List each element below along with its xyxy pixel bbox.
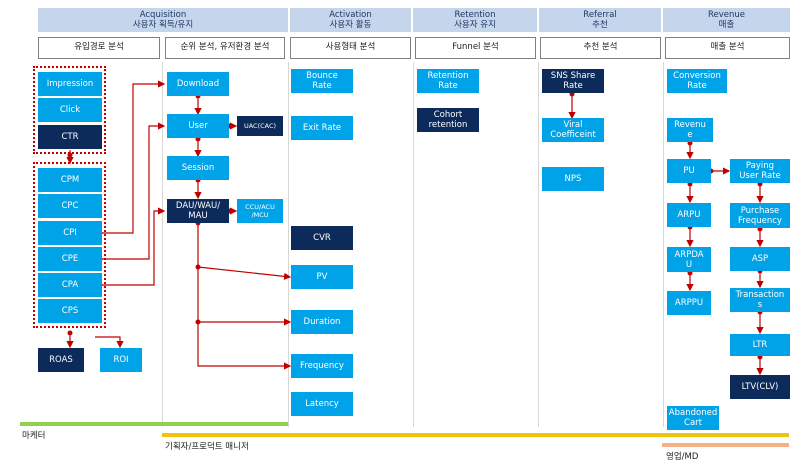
header-referral-title: Referral — [583, 10, 617, 20]
header-acquisition-subtitle: 사용자 획득/유지 — [132, 20, 194, 30]
dau-box: DAU/WAU/ MAU — [167, 199, 229, 223]
marketer-bar — [20, 422, 288, 426]
nps-box: NPS — [542, 167, 604, 191]
header-activation-title: Activation — [329, 10, 372, 20]
subheader-inflow: 유입경로 분석 — [38, 37, 160, 59]
header-referral: Referral 추천 — [539, 8, 661, 32]
planner-bar — [162, 433, 789, 437]
purchase-frequency-box: Purchase Frequency — [730, 203, 790, 228]
sns-share-rate-box: SNS Share Rate — [542, 69, 604, 93]
arppu-box: ARPPU — [667, 291, 711, 315]
cvr-box: CVR — [291, 226, 353, 250]
cpi-box: CPI — [38, 221, 102, 245]
ltr-box: LTR — [730, 334, 790, 356]
header-revenue-subtitle: 매출 — [718, 20, 735, 30]
header-referral-subtitle: 추천 — [592, 20, 608, 30]
header-retention-title: Retention — [454, 10, 496, 20]
impression-box: Impression — [38, 72, 102, 96]
subheader-usage: 사용형태 분석 — [290, 37, 411, 59]
frequency-box: Frequency — [291, 354, 353, 378]
header-revenue: Revenue 매출 — [663, 8, 790, 32]
marketer-label: 마케터 — [22, 431, 46, 441]
header-revenue-title: Revenue — [707, 10, 746, 20]
retention-rate-box: Retention Rate — [417, 69, 479, 93]
planner-label: 기획자/프로덕트 매니저 — [165, 442, 249, 452]
viral-coefficient-box: Viral Coefficeint — [542, 118, 604, 142]
cpm-box: CPM — [38, 168, 102, 192]
header-retention: Retention 사용자 유지 — [413, 8, 537, 32]
column-separator — [413, 62, 414, 427]
uac-box: UAC(CAC) — [237, 116, 283, 136]
column-separator — [663, 62, 664, 427]
subheader-referral: 추천 분석 — [540, 37, 661, 59]
click-box: Click — [38, 98, 102, 122]
header-acquisition-title: Acquisition — [139, 10, 187, 20]
asp-box: ASP — [730, 247, 790, 271]
subheader-funnel: Funnel 분석 — [415, 37, 536, 59]
column-separator — [538, 62, 539, 427]
sales-bar — [662, 443, 789, 447]
roas-box: ROAS — [38, 348, 84, 372]
column-separator — [162, 62, 163, 427]
cohort-retention-box: Cohort retention — [417, 108, 479, 132]
user-box: User — [167, 114, 229, 138]
ctr-box: CTR — [38, 125, 102, 149]
column-separator — [288, 62, 289, 427]
latency-box: Latency — [291, 392, 353, 416]
cps-box: CPS — [38, 299, 102, 323]
subheader-ranking: 순위 분석, 유저환경 분석 — [165, 37, 285, 59]
header-retention-subtitle: 사용자 유지 — [454, 20, 496, 30]
ltv-box: LTV(CLV) — [730, 375, 790, 399]
arpu-box: ARPU — [667, 203, 711, 227]
arpdau-box: ARPDA U — [667, 247, 711, 272]
revenue-box: Revenu e — [667, 118, 713, 142]
exit-rate-box: Exit Rate — [291, 116, 353, 140]
header-activation-subtitle: 사용자 활동 — [329, 20, 372, 30]
pu-box: PU — [667, 159, 711, 183]
download-box: Download — [167, 72, 229, 96]
cpa-box: CPA — [38, 273, 102, 297]
subheader-revenue: 매출 분석 — [665, 37, 790, 59]
abandoned-cart-box: Abandoned Cart — [667, 406, 719, 430]
roi-box: ROI — [100, 348, 142, 372]
cpe-box: CPE — [38, 247, 102, 271]
header-acquisition: Acquisition 사용자 획득/유지 — [38, 8, 288, 32]
conversion-rate-box: Conversion Rate — [667, 69, 727, 93]
transactions-box: Transaction s — [730, 288, 790, 312]
duration-box: Duration — [291, 310, 353, 334]
sales-label: 영업/MD — [666, 452, 699, 462]
header-activation: Activation 사용자 활동 — [290, 8, 411, 32]
paying-user-rate-box: Paying User Rate — [730, 159, 790, 183]
ccu-box: CCU/ACU /MCU — [237, 199, 283, 223]
pv-box: PV — [291, 265, 353, 289]
cpc-box: CPC — [38, 194, 102, 218]
session-box: Session — [167, 156, 229, 180]
bounce-rate-box: Bounce Rate — [291, 69, 353, 93]
